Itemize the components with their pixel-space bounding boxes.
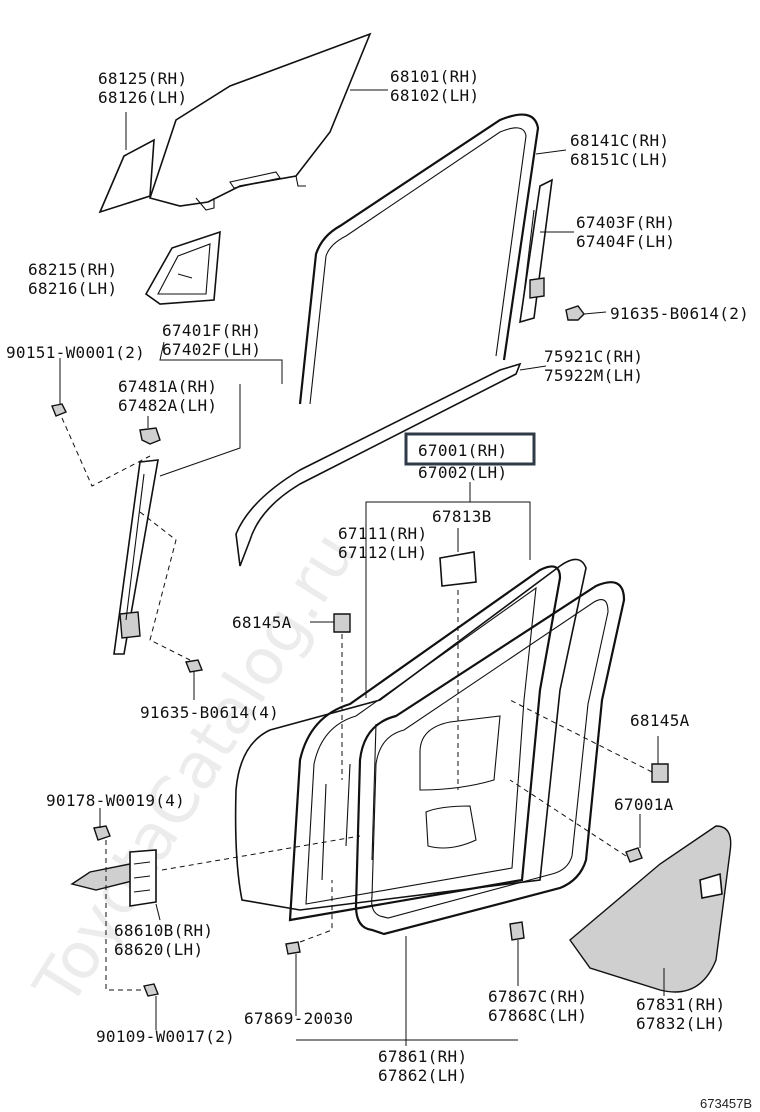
label-67112: 67112(LH)	[338, 543, 427, 562]
label-90109: 90109-W0017(2)	[96, 1027, 235, 1046]
bolt-top	[565, 305, 585, 321]
screw-left	[51, 403, 67, 417]
label-67869: 67869-20030	[244, 1009, 353, 1028]
glass-run-channel	[298, 113, 540, 405]
label-68102: 68102(LH)	[390, 86, 479, 105]
highlight-box	[404, 432, 536, 466]
front-small-glass	[98, 138, 155, 214]
label-67482a: 67482A(LH)	[118, 396, 217, 415]
label-67002: 67002(LH)	[418, 463, 507, 482]
sub-channel-clip	[139, 427, 161, 445]
front-lower-channel	[113, 459, 159, 655]
label-90178: 90178-W0019(4)	[46, 791, 185, 810]
plug-67813b	[439, 551, 477, 587]
label-75922m: 75922M(LH)	[544, 366, 643, 385]
label-67831: 67831(RH)	[636, 995, 725, 1014]
label-67868c: 67868C(LH)	[488, 1006, 587, 1025]
rear-lower-channel	[519, 178, 553, 324]
label-67001a: 67001A	[614, 795, 674, 814]
clip-67869	[285, 941, 301, 955]
plug-68145a-left	[333, 613, 351, 633]
label-67111: 67111(RH)	[338, 524, 427, 543]
bolt-w0019	[93, 825, 111, 841]
label-91635-top: 91635-B0614(2)	[610, 304, 749, 323]
label-68141c: 68141C(RH)	[570, 131, 669, 150]
bolt-w0017	[143, 983, 159, 997]
bolt-channel-bottom	[185, 659, 203, 673]
label-68215: 68215(RH)	[28, 260, 117, 279]
door-weatherstrip	[354, 581, 626, 936]
clip-67867	[509, 921, 525, 941]
main-door-glass	[148, 32, 372, 207]
plug-68145a-right	[651, 763, 669, 783]
label-68126: 68126(LH)	[98, 88, 187, 107]
label-68610b: 68610B(RH)	[114, 921, 213, 940]
plug-67001a	[625, 847, 643, 863]
label-67404f: 67404F(LH)	[576, 232, 675, 251]
label-68145a-right: 68145A	[630, 711, 690, 730]
label-67813b: 67813B	[432, 507, 492, 526]
label-67867c: 67867C(RH)	[488, 987, 587, 1006]
label-68101: 68101(RH)	[390, 67, 479, 86]
label-90151: 90151-W0001(2)	[6, 343, 145, 362]
quarter-glass	[144, 230, 221, 305]
label-67401f: 67401F(RH)	[162, 321, 261, 340]
label-67402f: 67402F(LH)	[162, 340, 261, 359]
label-67481a: 67481A(RH)	[118, 377, 217, 396]
label-68151c: 68151C(LH)	[570, 150, 669, 169]
label-68145a-left: 68145A	[232, 613, 292, 632]
label-67403f: 67403F(RH)	[576, 213, 675, 232]
label-75921c: 75921C(RH)	[544, 347, 643, 366]
label-68620: 68620(LH)	[114, 940, 203, 959]
label-68216: 68216(LH)	[28, 279, 117, 298]
label-67861: 67861(RH)	[378, 1047, 467, 1066]
service-hole-cover	[569, 825, 732, 993]
label-68125: 68125(RH)	[98, 69, 187, 88]
label-67832: 67832(LH)	[636, 1014, 725, 1033]
label-91635-bottom: 91635-B0614(4)	[140, 703, 279, 722]
door-panel-outer	[234, 558, 587, 911]
label-67001: 67001(RH)	[418, 441, 507, 460]
front-weatherstrip	[235, 362, 522, 567]
label-67862: 67862(LH)	[378, 1066, 467, 1085]
figure-code: 673457B	[700, 1096, 752, 1111]
